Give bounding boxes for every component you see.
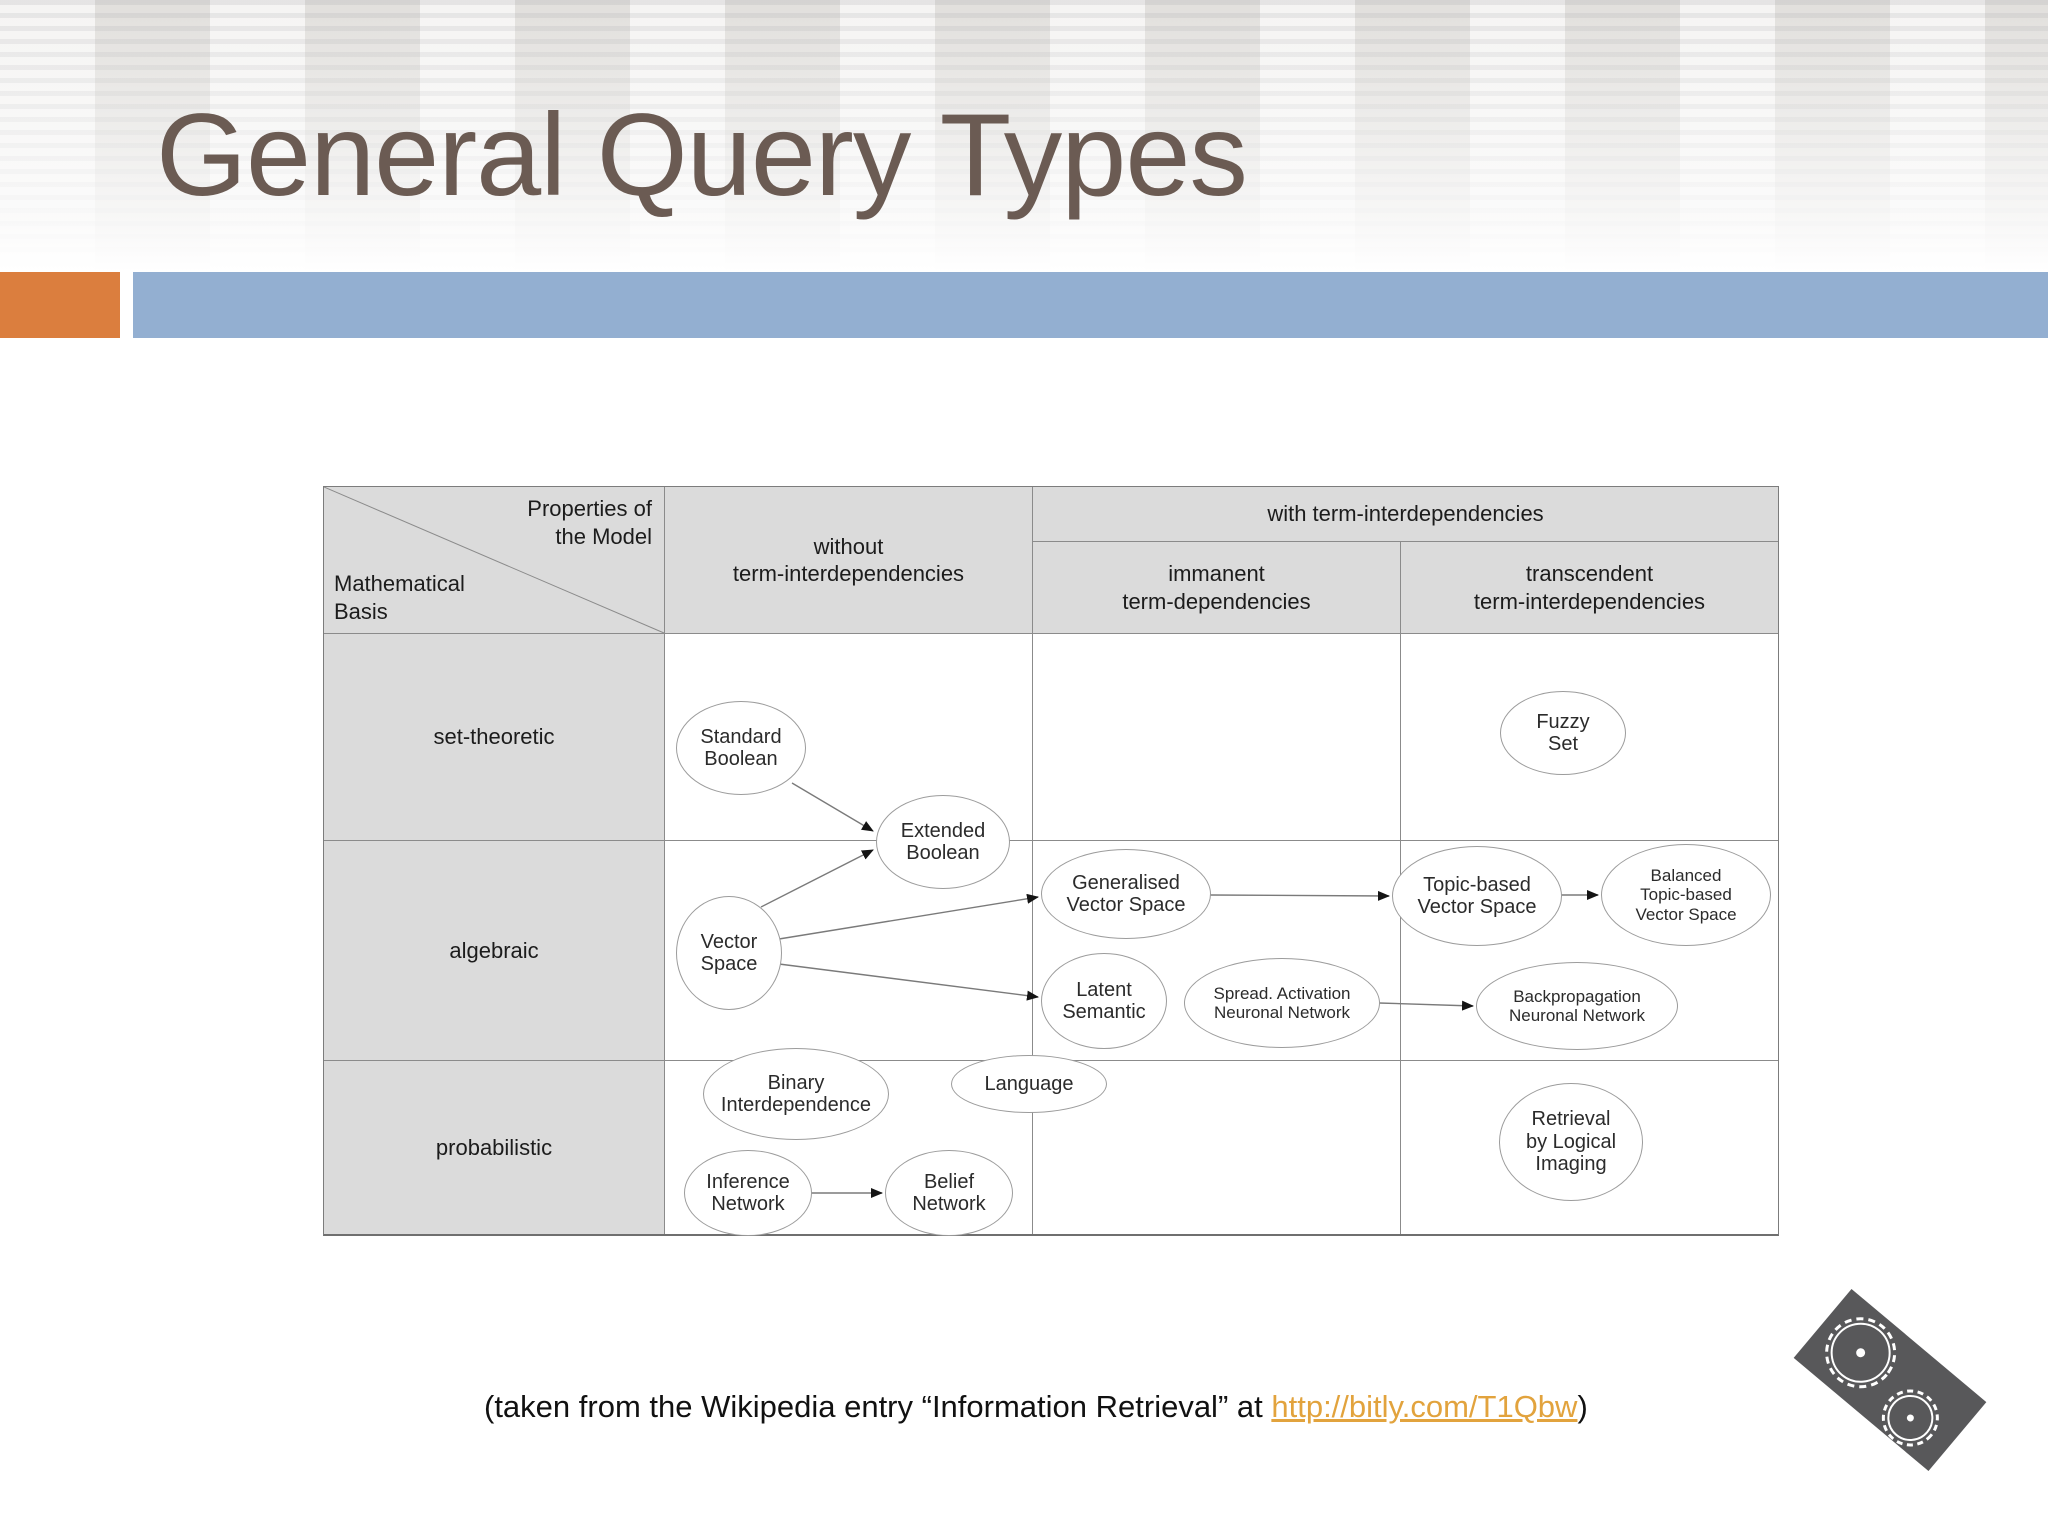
corner-label-mathematical-basis: Mathematical Basis — [334, 571, 465, 624]
col-header-immanent: immanent term-dependencies — [1033, 542, 1401, 634]
row-header-set-theoretic: set-theoretic — [324, 634, 665, 841]
caption-suffix: ) — [1577, 1389, 1588, 1424]
caption: (taken from the Wikipedia entry “Informa… — [484, 1389, 1588, 1425]
caption-prefix: (taken from the Wikipedia entry “Informa… — [484, 1389, 1272, 1424]
col-header-without: without term-interdependencies — [665, 487, 1033, 634]
edge-vector-space-to-extended-boolean — [760, 849, 874, 908]
edge-standard-boolean-to-extended-boolean — [791, 782, 874, 832]
edge-vector-space-to-latent-semantic — [778, 963, 1039, 1001]
row-header-algebraic: algebraic — [324, 841, 665, 1061]
node-fuzzy-set: Fuzzy Set — [1500, 691, 1626, 775]
grid-line-vertical-2 — [1400, 634, 1401, 1234]
node-belief-network: Belief Network — [885, 1150, 1013, 1236]
corner-diagonal-line — [324, 487, 665, 634]
node-binary-interdependence: Binary Interdependence — [703, 1048, 889, 1140]
diagram-arrows — [760, 782, 1599, 1198]
header-photo-background — [0, 0, 2048, 272]
node-latent-semantic: Latent Semantic — [1041, 953, 1167, 1049]
node-language: Language — [951, 1055, 1107, 1113]
node-vector-space: Vector Space — [676, 896, 782, 1010]
edge-spread-activation-neuronal-network-to-backpropagation-neuronal-network — [1378, 1000, 1474, 1011]
query-types-table: Properties of the Model Mathematical Bas… — [323, 486, 1779, 1236]
col-header-transcendent: transcendent term-interdependencies — [1401, 542, 1778, 634]
node-retrieval-by-logical-imaging: Retrieval by Logical Imaging — [1499, 1083, 1643, 1201]
accent-orange-block — [0, 272, 120, 338]
row-header-probabilistic: probabilistic — [324, 1061, 665, 1234]
node-topic-based-vector-space: Topic-based Vector Space — [1392, 846, 1562, 946]
node-inference-network: Inference Network — [684, 1150, 812, 1236]
gears-logo — [1793, 1288, 1987, 1472]
corner-cell: Properties of the Model Mathematical Bas… — [324, 487, 665, 634]
node-balanced-topic-based-vector-space: Balanced Topic-based Vector Space — [1601, 844, 1771, 946]
edge-vector-space-to-generalised-vector-space — [778, 893, 1039, 940]
grid-line-horizontal-1 — [665, 840, 1778, 841]
node-backpropagation-neuronal-network: Backpropagation Neuronal Network — [1476, 962, 1678, 1050]
col-header-with-group: with term-interdependencies — [1033, 487, 1778, 542]
corner-label-properties: Properties of the Model — [527, 496, 652, 549]
caption-link[interactable]: http://bitly.com/T1Qbw — [1271, 1389, 1578, 1424]
node-generalised-vector-space: Generalised Vector Space — [1041, 849, 1211, 939]
node-extended-boolean: Extended Boolean — [876, 795, 1010, 889]
accent-blue-bar — [133, 272, 2048, 338]
node-standard-boolean: Standard Boolean — [676, 701, 806, 795]
grid-line-vertical-1 — [1032, 634, 1033, 1234]
grid-line-horizontal-2 — [665, 1060, 1778, 1061]
large-gear-icon — [1825, 1317, 1897, 1389]
edge-generalised-vector-space-to-topic-based-vector-space — [1209, 890, 1390, 901]
small-gear-icon — [1881, 1389, 1939, 1447]
node-spread-activation-neuronal-network: Spread. Activation Neuronal Network — [1184, 958, 1380, 1048]
page-title: General Query Types — [156, 89, 1248, 220]
